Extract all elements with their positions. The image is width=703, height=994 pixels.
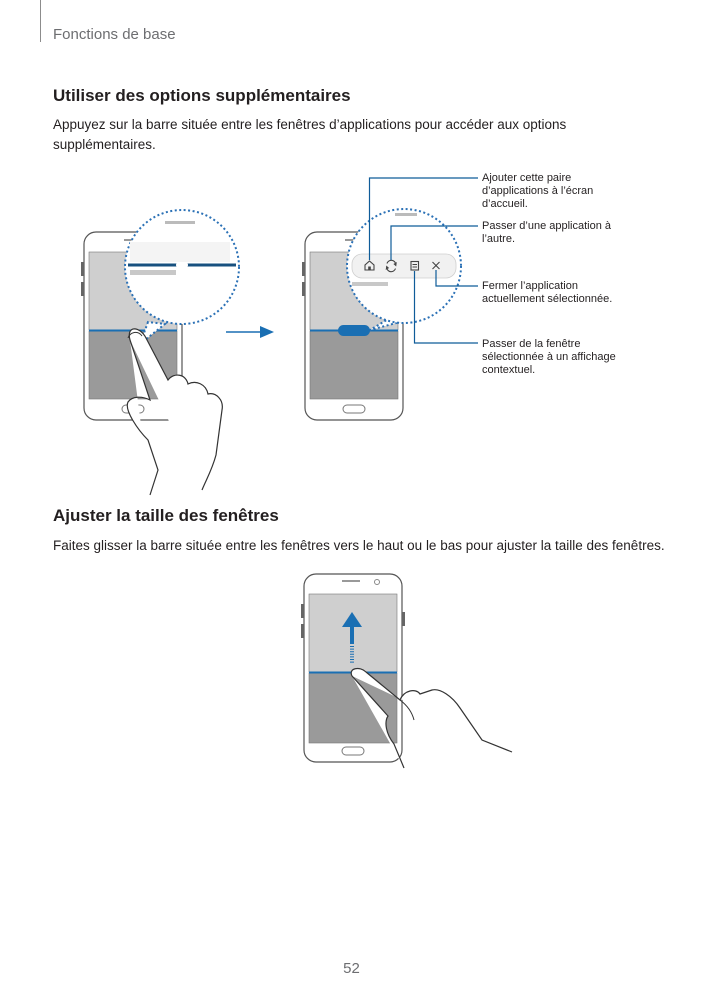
popup-view-icon[interactable] — [410, 260, 420, 271]
swap-icon[interactable] — [385, 259, 397, 273]
magnifier-2 — [346, 208, 462, 331]
leader-lines — [368, 177, 478, 344]
home-icon[interactable] — [364, 260, 375, 271]
chapter-header: Fonctions de base — [53, 26, 176, 43]
page-number: 52 — [343, 960, 360, 977]
phone-3 — [301, 573, 405, 763]
section2-body: Faites glisser la barre située entre les… — [53, 538, 665, 553]
magnifier-1 — [124, 209, 240, 348]
section1-body-line2: supplémentaires. — [53, 137, 156, 152]
callout-switch: Passer d’une application à l’autre. — [482, 220, 612, 245]
hand-pointer-icon — [126, 328, 223, 496]
hand-drag-icon — [350, 667, 513, 769]
section1-title: Utiliser des options supplémentaires — [53, 86, 351, 105]
arrow-right-icon — [226, 326, 274, 338]
arrow-up-icon — [342, 612, 362, 664]
callout-popup: Passer de la fenêtre sélectionnée à un a… — [482, 338, 616, 376]
callout-add-pair: Ajouter cette paire d’applications à l’é… — [482, 172, 594, 210]
section1-body-line1: Appuyez sur la barre située entre les fe… — [53, 117, 567, 132]
header-rule — [40, 0, 41, 42]
callout-close: Fermer l’application actuellement sélect… — [482, 280, 613, 305]
section2-title: Ajuster la taille des fenêtres — [53, 506, 279, 525]
close-icon[interactable] — [432, 261, 440, 270]
